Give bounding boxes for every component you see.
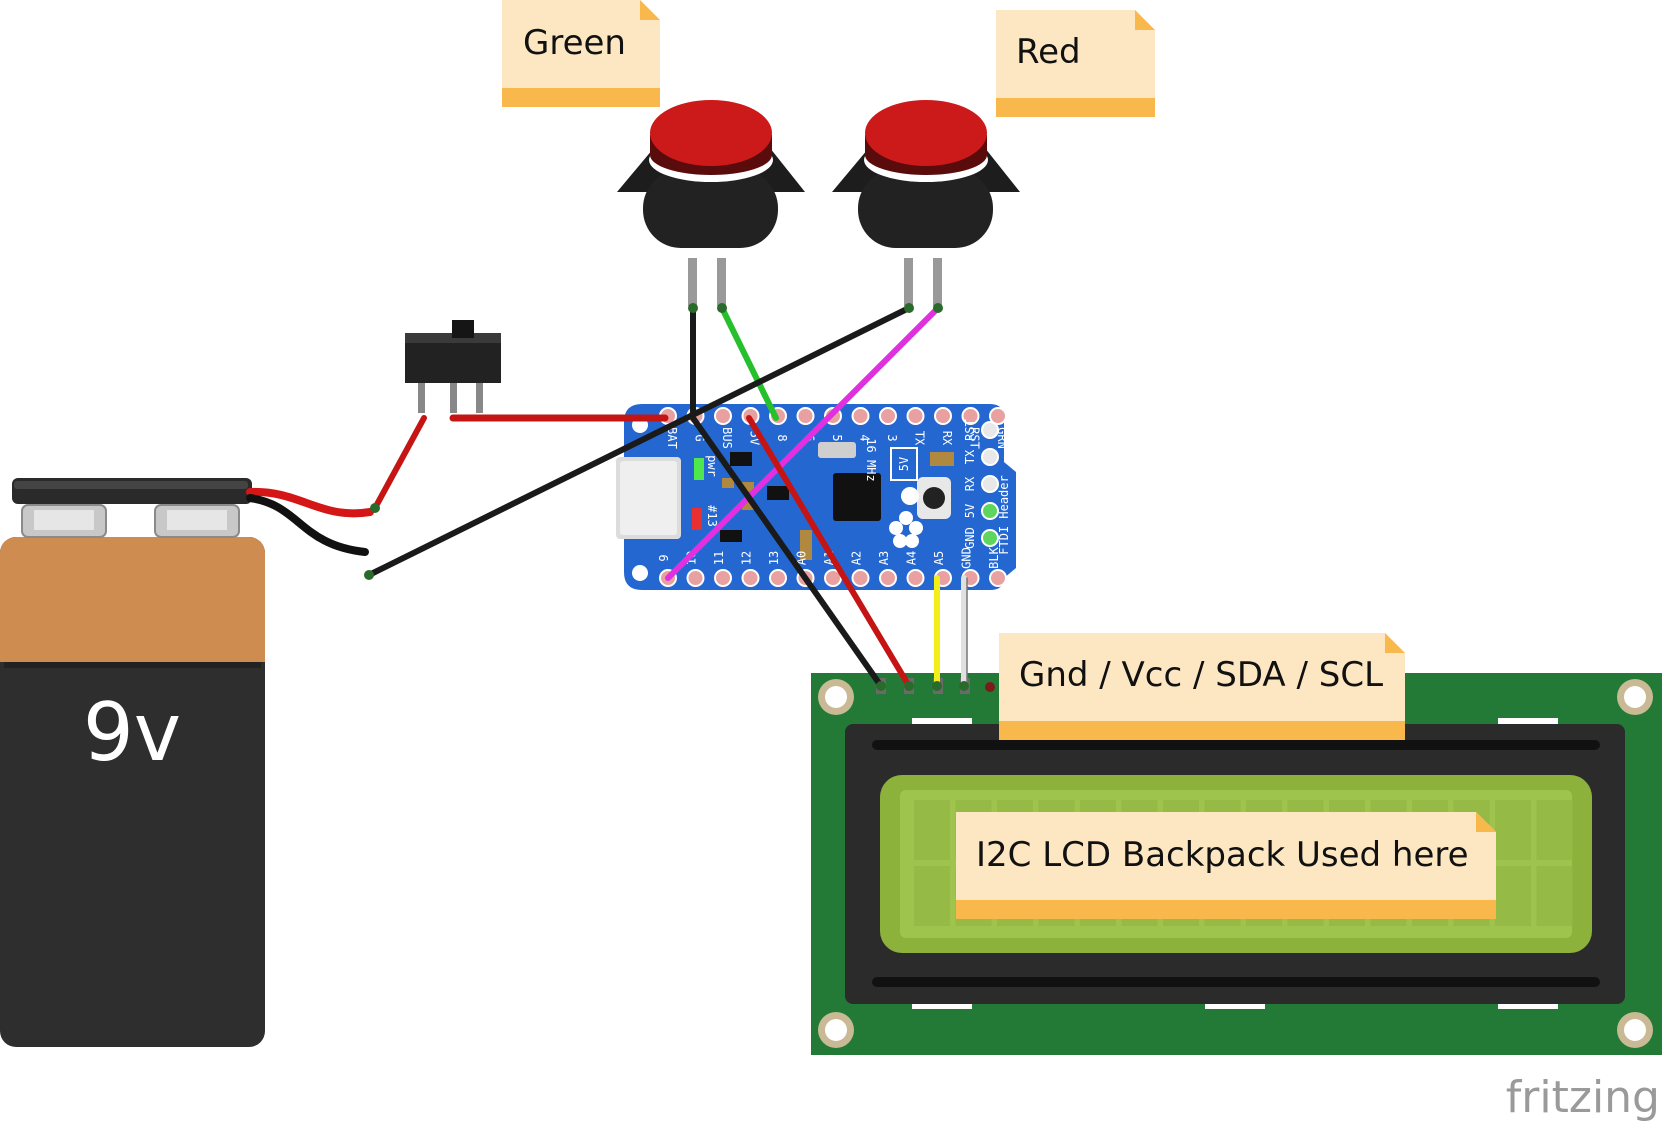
lcd-cell — [914, 800, 950, 860]
board-pin — [851, 569, 870, 587]
board-pin-label: GND — [960, 547, 974, 569]
wire-red-5v-lcd — [746, 415, 912, 689]
battery-terminal-left — [21, 504, 107, 538]
board-pin-label: RX — [940, 431, 954, 446]
wire-magenta-btn-red — [665, 305, 941, 581]
ftdi-pin — [981, 448, 999, 466]
ftdi-pin — [981, 529, 999, 547]
pwr-label: pwr — [705, 455, 719, 477]
board-pin — [989, 407, 1007, 425]
board-pin-label: 4 — [858, 434, 872, 441]
wire-green-btn-green — [719, 305, 779, 421]
push-button-red — [832, 100, 1020, 306]
battery-label: 9v — [83, 686, 181, 779]
battery-lead-black — [246, 494, 369, 556]
board-pin — [934, 407, 952, 425]
board-pin — [851, 407, 870, 425]
board-pin-label: 5 — [830, 434, 844, 441]
fritzing-logo: fritzing — [1506, 1072, 1660, 1123]
note-lcd-backpack-text: I2C LCD Backpack Used here — [976, 835, 1469, 875]
wire-black-gnd-lcd — [690, 415, 884, 689]
board-pin-label: G — [693, 434, 707, 441]
ftdi-pin-label: TX — [963, 449, 977, 464]
note-lcd-pins: Gnd / Vcc / SDA / SCL — [999, 633, 1405, 740]
wire-black-btn-red — [366, 305, 912, 578]
board-pin-label: TX — [913, 431, 927, 446]
wire-red-switch-battery — [372, 415, 427, 511]
note-lcd-backpack: I2C LCD Backpack Used here — [956, 812, 1496, 919]
led13-label: #13 — [705, 505, 719, 527]
board-pin — [714, 407, 732, 425]
board-pin-label: BUS — [720, 427, 734, 449]
lcd-cell — [1536, 866, 1573, 926]
note-lcd-pins-text: Gnd / Vcc / SDA / SCL — [1019, 655, 1383, 695]
trinket-pro-board: 5V 16 MHz pwr #13 FTDI Header BAT G BUS 5V 8… — [616, 404, 1016, 590]
lcd-cell — [1536, 800, 1573, 860]
ftdi-pin-label: RX — [963, 476, 977, 491]
battery-9v: 9v — [0, 478, 265, 1047]
lcd-cell — [1495, 866, 1531, 926]
board-pin — [906, 569, 925, 587]
note-red-text: Red — [1016, 32, 1081, 72]
ftdi-pin-label: GND — [963, 527, 977, 549]
board-pin-label: A4 — [905, 551, 919, 565]
ftdi-pin — [981, 502, 999, 520]
board-pin — [741, 569, 760, 587]
battery-lead-red — [246, 487, 374, 518]
wires — [364, 303, 969, 691]
ftdi-pin-label: RST — [963, 419, 977, 441]
board-pin-label: BAT — [665, 427, 679, 449]
board-pin — [769, 569, 787, 587]
board-pin-label: A5 — [932, 551, 946, 565]
lcd-cell — [1495, 800, 1531, 860]
lcd-mount-hole — [818, 679, 1653, 1048]
board-pin-label: RST — [968, 427, 982, 449]
lcd-cell — [914, 866, 950, 926]
board-pin-label: 8 — [775, 434, 789, 441]
board-pin-label: BLK — [987, 546, 1001, 568]
board-pin — [879, 407, 897, 425]
note-green-text: Green — [523, 23, 626, 63]
board-pin-label: 3 — [885, 434, 899, 441]
board-pin-label: A0 — [795, 551, 809, 565]
crystal-label: 16 MHz — [864, 438, 878, 481]
board-pin-label: 12 — [740, 551, 754, 565]
ftdi-pin — [981, 475, 999, 493]
board-pin-label: A2 — [850, 551, 864, 565]
board-pin-label: 9 — [657, 554, 671, 561]
board-pin — [961, 407, 980, 425]
ftdi-pin — [981, 421, 999, 439]
board-pin — [686, 569, 705, 587]
ftdi-pin-label: 5V — [963, 504, 977, 518]
board-pin-label: 13 — [767, 551, 781, 565]
board-pin — [879, 569, 897, 587]
board-pin — [989, 569, 1007, 587]
board-pin-label: 11 — [712, 551, 726, 565]
board-pin — [906, 407, 925, 425]
board-pin — [714, 569, 732, 587]
slide-switch — [405, 320, 501, 413]
board-pin — [796, 407, 815, 425]
push-button-green — [617, 100, 805, 306]
board-pin-label: A3 — [877, 551, 891, 565]
adafruit-logo — [889, 511, 923, 548]
battery-terminal-right — [154, 504, 240, 538]
board-pin — [824, 569, 842, 587]
note-red: Red — [996, 10, 1155, 117]
note-green: Green — [502, 0, 660, 107]
voltage-label: 5V — [897, 457, 911, 471]
ftdi-header-label: FTDI Header — [997, 475, 1011, 554]
